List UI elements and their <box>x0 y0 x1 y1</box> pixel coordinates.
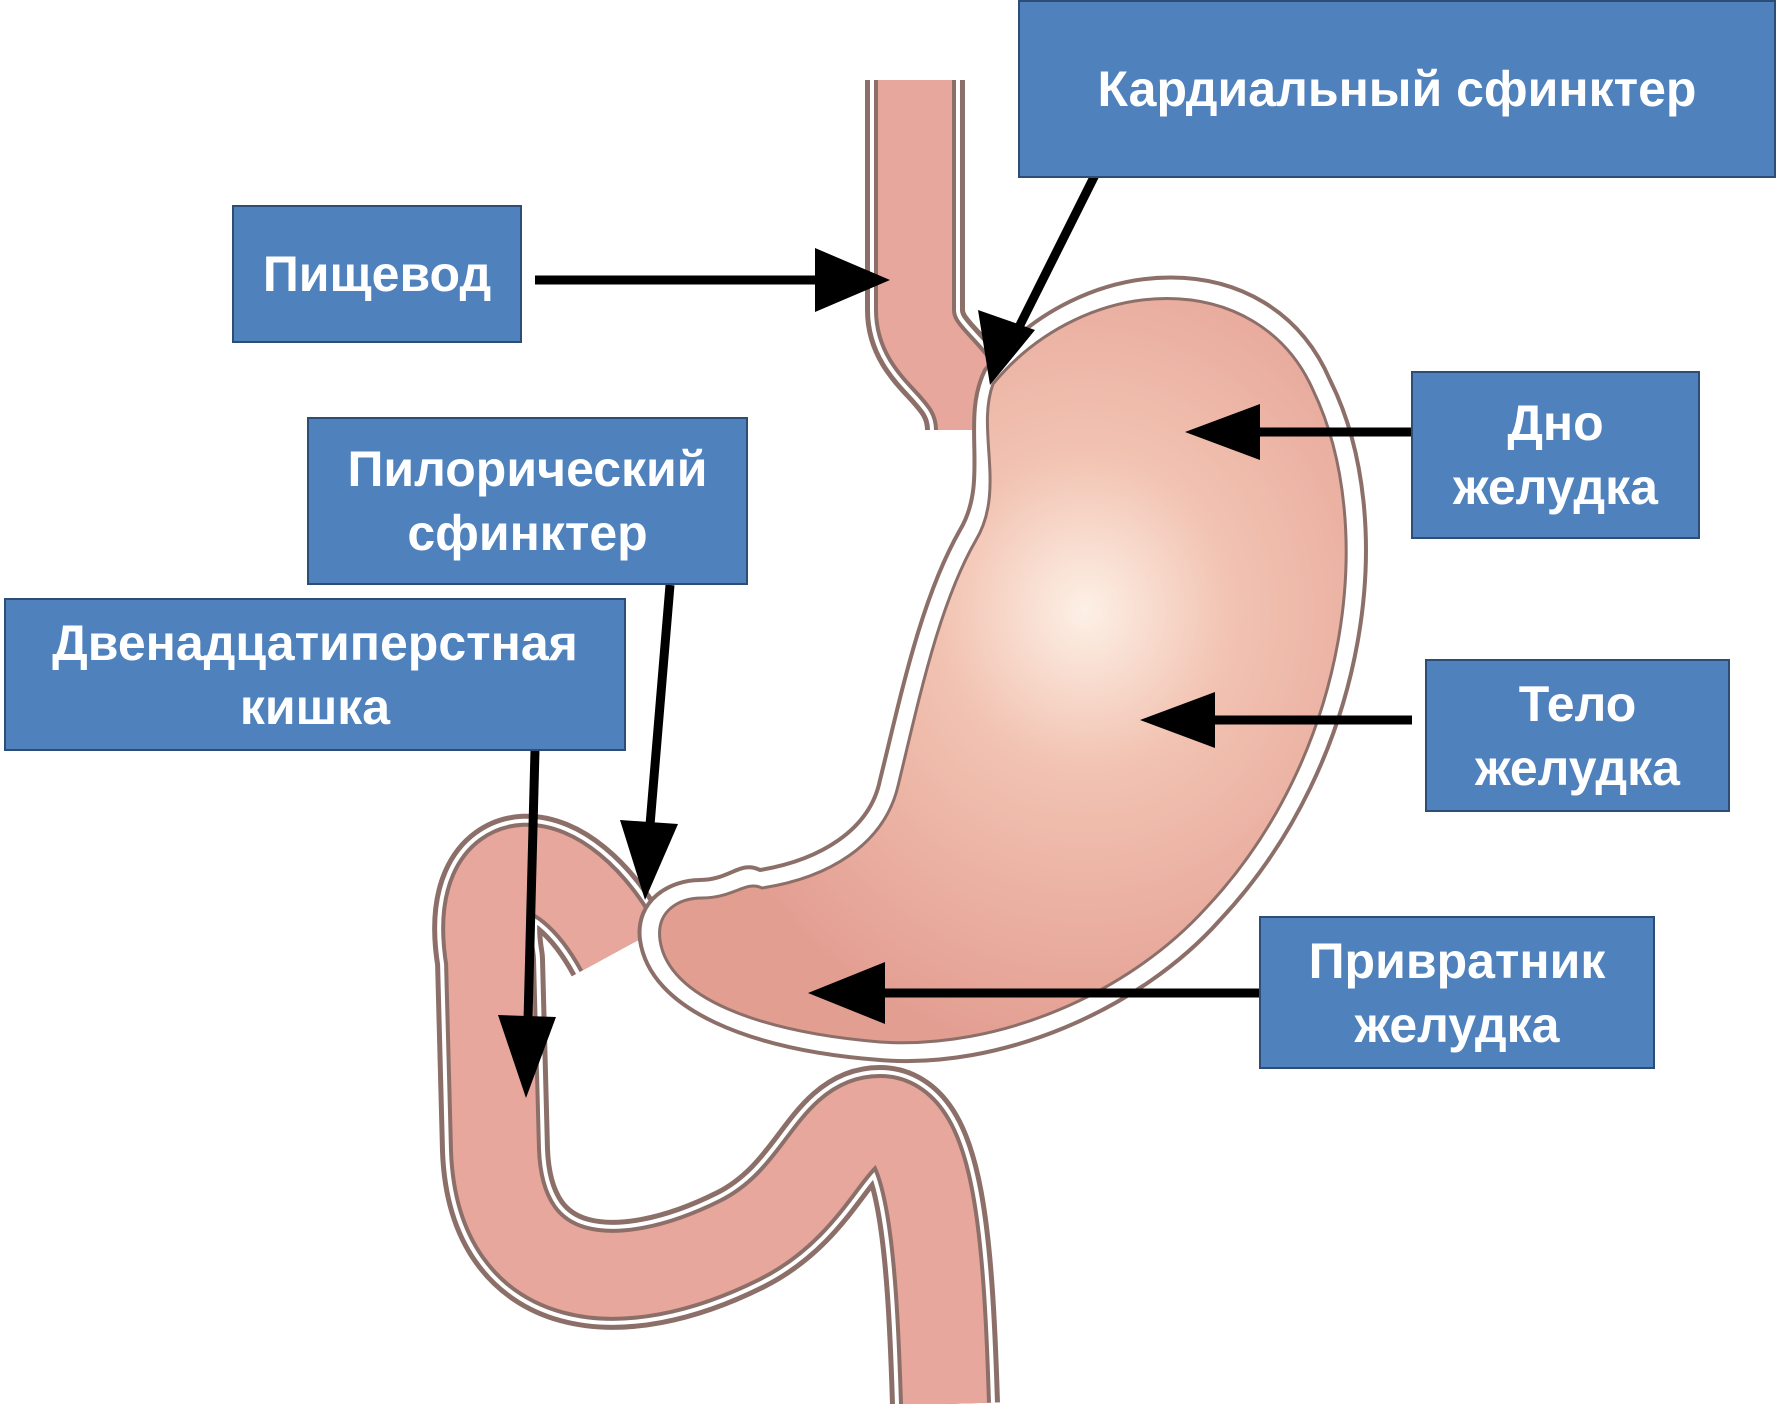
label-fundus-line2: желудка <box>1453 455 1658 519</box>
esophagus-shape <box>915 80 975 430</box>
label-pylorus: Привратник желудка <box>1259 916 1655 1069</box>
arrow-esophagus <box>535 248 890 312</box>
label-body: Тело желудка <box>1425 659 1730 812</box>
label-pyloric-sphincter-line2: сфинктер <box>407 501 647 565</box>
label-pyloric-sphincter: Пилорический сфинктер <box>307 417 748 585</box>
label-duodenum-line2: кишка <box>240 675 390 739</box>
label-duodenum-line1: Двенадцатиперстная <box>52 611 578 675</box>
label-pylorus-line2: желудка <box>1355 993 1560 1057</box>
label-pyloric-sphincter-line1: Пилорический <box>347 437 707 501</box>
label-esophagus: Пищевод <box>232 205 522 343</box>
arrow-pyloric-sphincter <box>620 585 678 900</box>
label-body-line2: желудка <box>1475 736 1680 800</box>
label-esophagus-text: Пищевод <box>263 242 491 306</box>
label-duodenum: Двенадцатиперстная кишка <box>4 598 626 751</box>
label-body-line1: Тело <box>1519 672 1637 736</box>
label-pylorus-line1: Привратник <box>1309 929 1606 993</box>
label-cardiac-sphincter-text: Кардиальный сфинктер <box>1098 57 1697 121</box>
label-fundus-line1: Дно <box>1507 391 1603 455</box>
label-fundus: Дно желудка <box>1411 371 1700 539</box>
label-cardiac-sphincter: Кардиальный сфинктер <box>1018 0 1776 178</box>
stomach-shape <box>640 278 1366 1062</box>
